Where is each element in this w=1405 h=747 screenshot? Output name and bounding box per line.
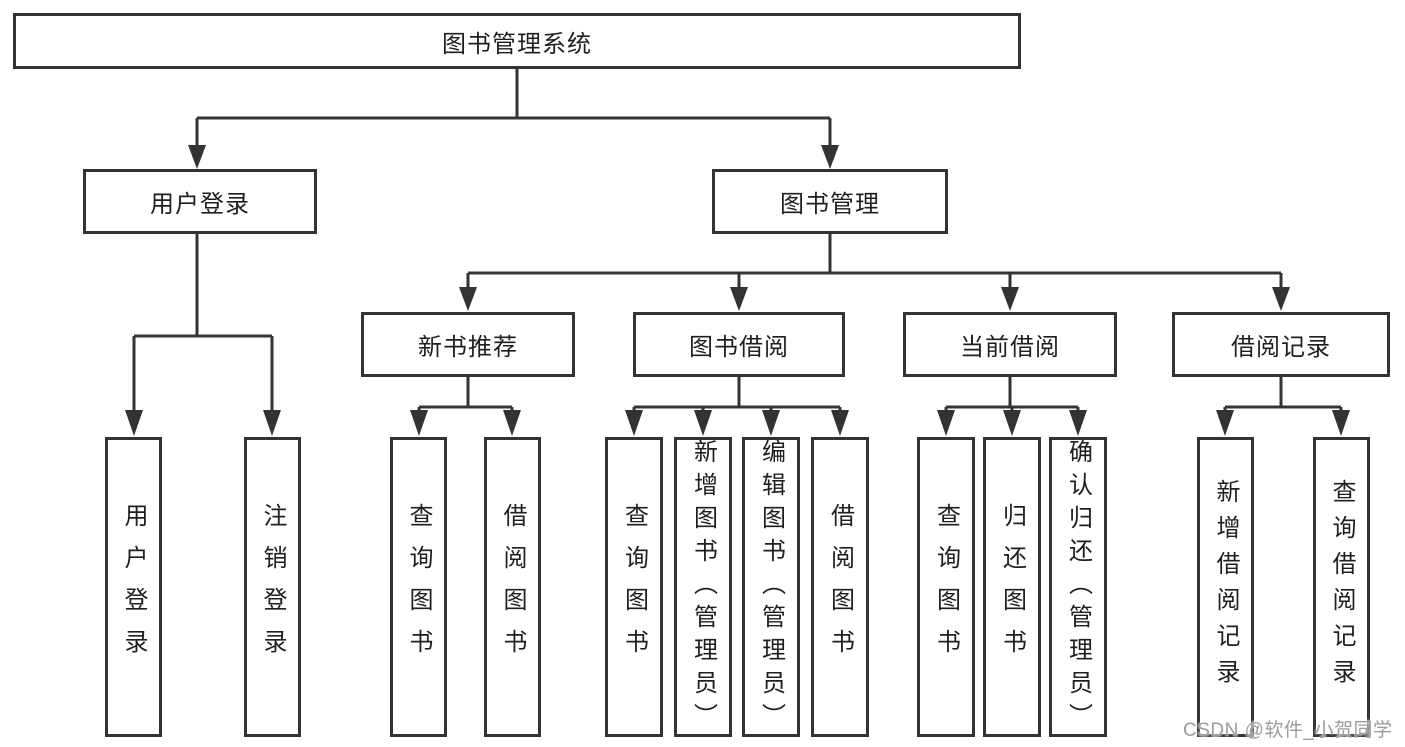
leaf-borrow-books: 借阅图书 — [484, 437, 541, 737]
node-new-book-recommendation: 新书推荐 — [361, 312, 575, 377]
node-label: 借阅图书 — [499, 503, 526, 671]
leaf-return-books: 归还图书 — [983, 437, 1041, 737]
node-book-management: 图书管理 — [712, 169, 948, 234]
node-label: 图书管理 — [780, 191, 880, 218]
leaf-add-books-admin: 新增图书（管理员） — [674, 437, 732, 737]
leaf-edit-books-admin: 编辑图书（管理员） — [742, 437, 800, 737]
node-label: 图书借阅 — [689, 334, 789, 361]
node-label: 新增借阅记录 — [1212, 479, 1239, 695]
csdn-watermark: CSDN @软件_小贺同学 — [1183, 720, 1393, 741]
leaf-add-borrow-record: 新增借阅记录 — [1197, 437, 1254, 737]
node-label: 查询图书 — [620, 503, 648, 671]
node-label: 借阅记录 — [1231, 334, 1331, 361]
node-library-management-system: 图书管理系统 — [13, 13, 1021, 69]
leaf-query-books: 查询图书 — [390, 437, 447, 737]
leaf-query-borrow-record: 查询借阅记录 — [1313, 437, 1370, 737]
leaf-query-books-3: 查询图书 — [917, 437, 975, 737]
leaf-confirm-return-admin: 确认归还（管理员） — [1049, 437, 1107, 737]
node-label: 用户登录 — [120, 503, 147, 671]
leaf-borrow-books-2: 借阅图书 — [811, 437, 869, 737]
node-current-borrowing: 当前借阅 — [903, 312, 1117, 377]
node-label: 归还图书 — [998, 503, 1026, 671]
node-label: 确认归还（管理员） — [1064, 438, 1092, 736]
node-label: 当前借阅 — [960, 334, 1060, 361]
node-label: 用户登录 — [150, 191, 250, 218]
node-label: 编辑图书（管理员） — [757, 438, 785, 736]
node-label: 查询图书 — [405, 503, 432, 671]
node-borrowing-records: 借阅记录 — [1172, 312, 1390, 377]
node-label: 新书推荐 — [418, 334, 518, 361]
node-label: 图书管理系统 — [442, 30, 592, 58]
node-label: 注销登录 — [259, 503, 286, 671]
node-label: 查询图书 — [932, 503, 960, 671]
leaf-user-login: 用户登录 — [105, 437, 162, 737]
arrowhead-icons — [125, 145, 1350, 436]
leaf-logout: 注销登录 — [244, 437, 301, 737]
node-book-borrowing: 图书借阅 — [633, 312, 845, 377]
node-user-login: 用户登录 — [83, 169, 317, 234]
node-label: 新增图书（管理员） — [689, 438, 717, 736]
node-label: 借阅图书 — [826, 503, 854, 671]
node-label: 查询借阅记录 — [1328, 479, 1355, 695]
leaf-query-books-2: 查询图书 — [605, 437, 663, 737]
